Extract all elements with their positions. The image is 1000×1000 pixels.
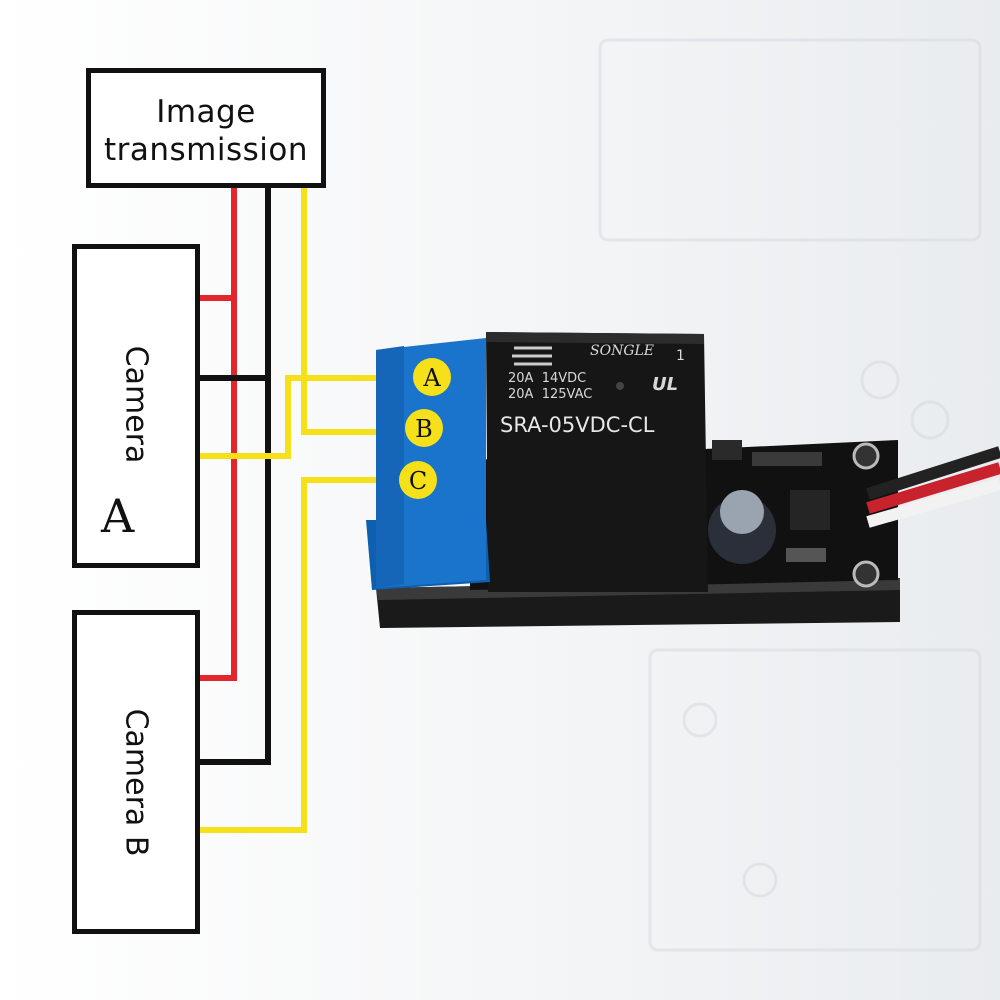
relay-brand: SONGLE [590,343,654,359]
relay-dot-icon [616,382,624,390]
red-wire [200,188,237,681]
yellow-wire [200,188,410,833]
terminal-a: A [413,358,451,396]
camera-a-box: Camera A [72,244,200,568]
camera-b-box: Camera B [72,610,200,934]
terminal-c-label: C [409,467,427,495]
terminal-b: B [405,409,443,447]
image-transmission-box: Image transmission [86,68,326,188]
camera-a-letter: A [101,489,135,543]
relay-rating-1: 20A 14VDC [508,371,586,386]
relay-cert: UL [652,374,678,395]
terminal-c: C [399,461,437,499]
songle-logo-icon [512,346,552,366]
terminal-a-label: A [422,364,441,392]
relay-module: SONGLE 1 20A 14VDC 20A 125VAC UL SRA-05V… [366,332,1000,628]
relay-rating-2: 20A 125VAC [508,387,592,402]
relay-model: SRA-05VDC-CL [500,413,655,437]
terminal-b-label: B [415,415,433,443]
relay-mark: 1 [676,348,685,364]
image-transmission-label: Image transmission [103,94,309,168]
black-wire [200,188,271,765]
